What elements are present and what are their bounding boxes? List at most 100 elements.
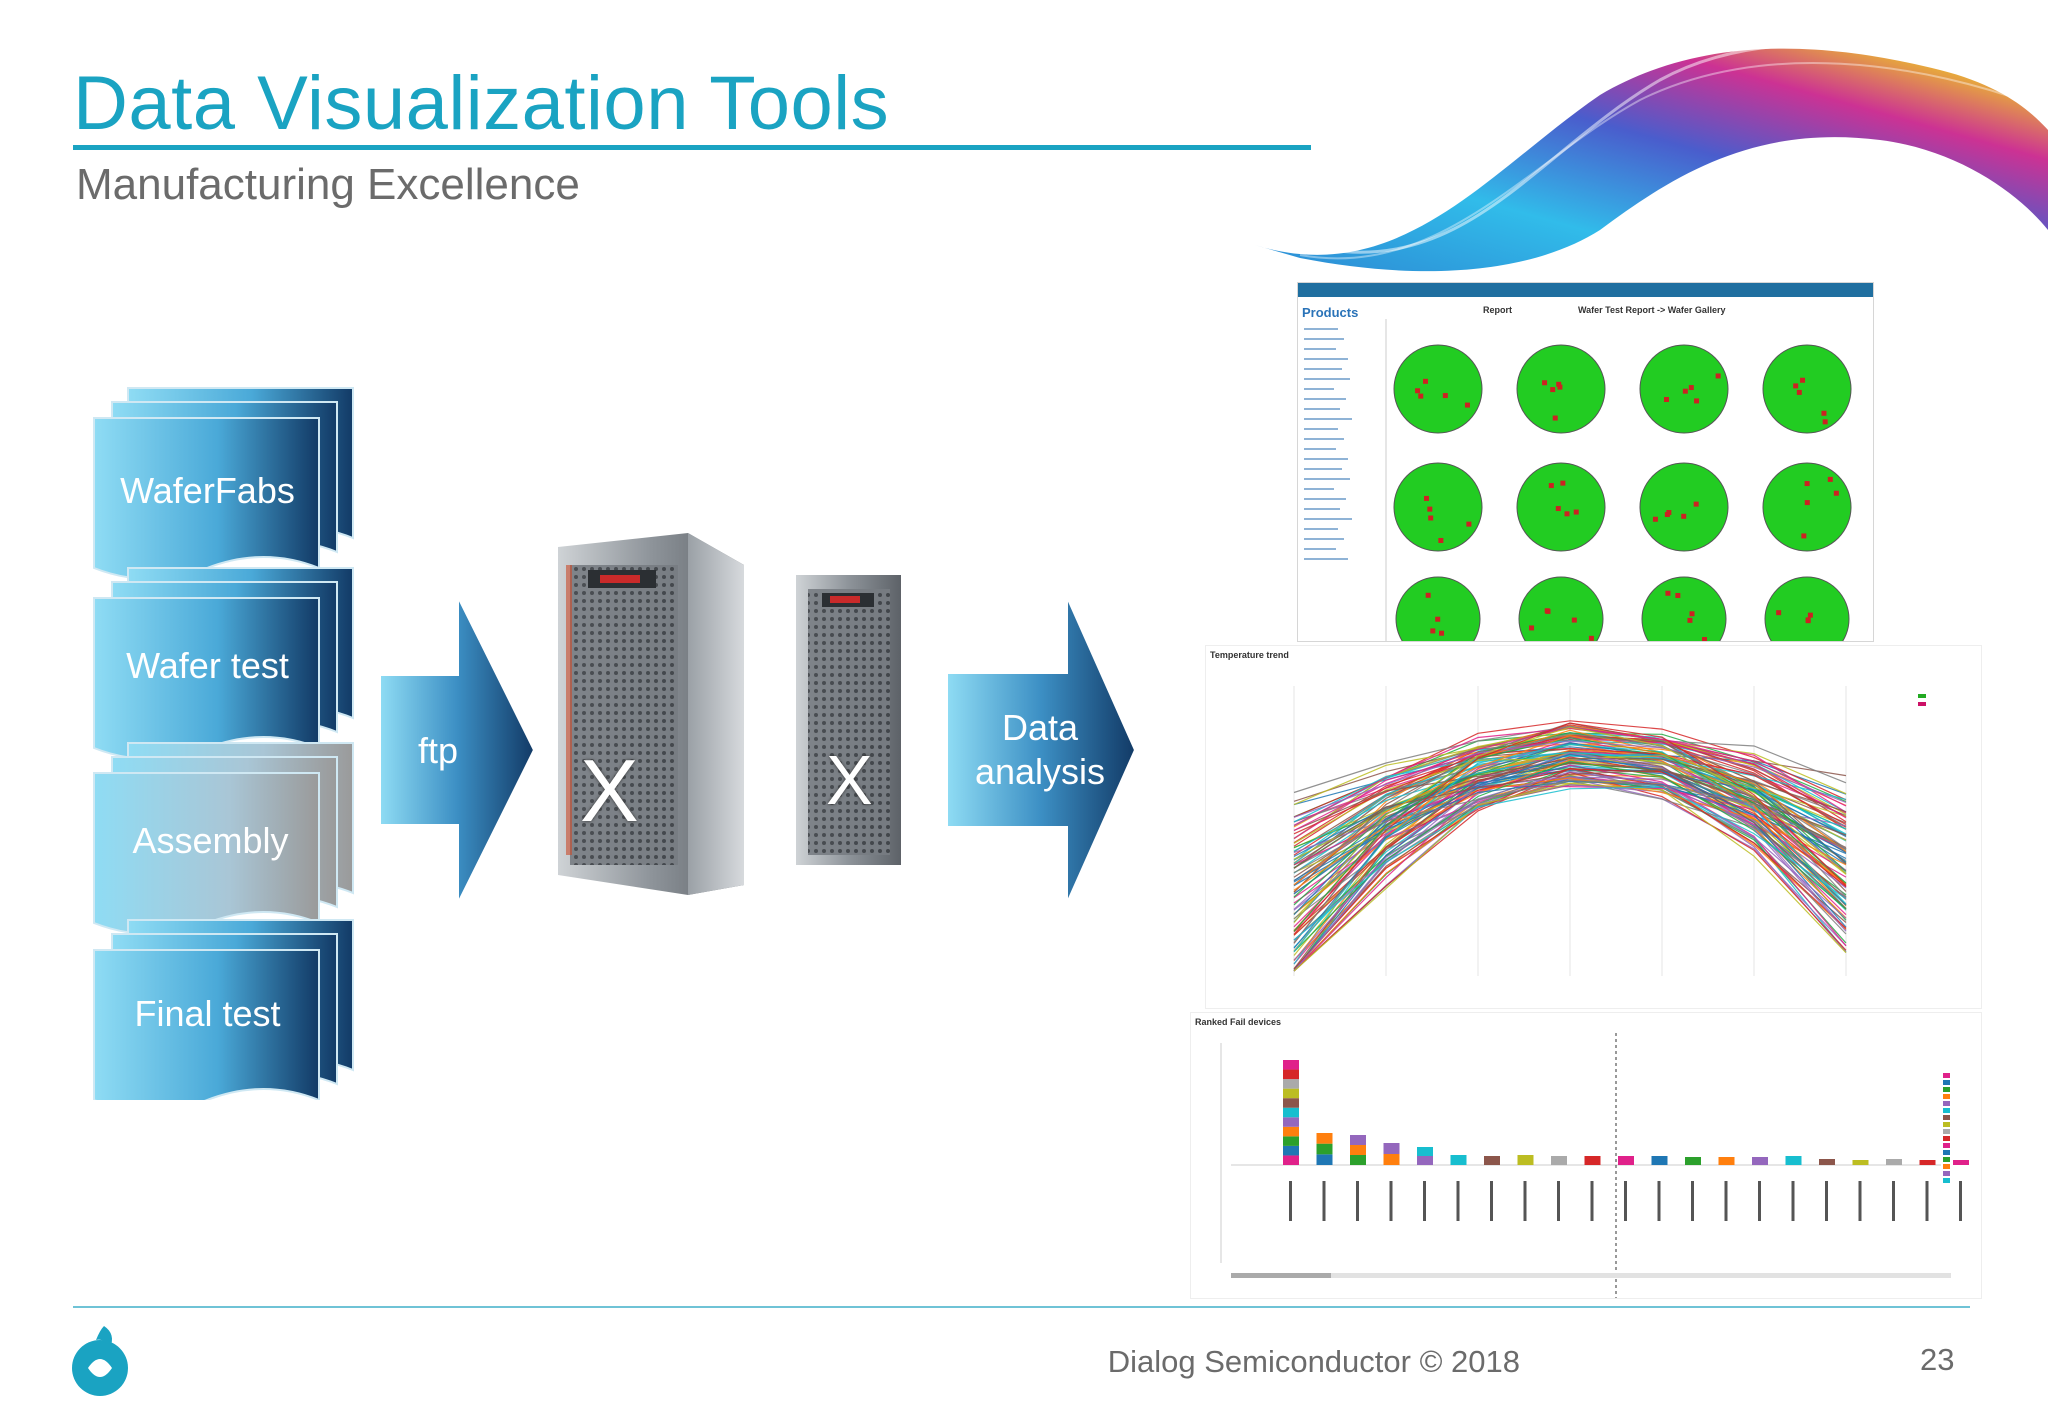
fail-bar-segment [1651, 1156, 1668, 1165]
fail-bar-segment [1551, 1156, 1567, 1165]
data-analysis-arrow [946, 596, 1137, 904]
fail-bar-segment [1283, 1136, 1299, 1146]
fail-bar-segment [1283, 1079, 1299, 1089]
fail-bar-segment [1785, 1156, 1802, 1165]
trend-series-line [1293, 740, 1847, 818]
fail-bar-segment [1484, 1156, 1500, 1165]
wafer-fail-die [1552, 415, 1558, 421]
trend-series-line [1293, 727, 1847, 826]
fail-bar-segment [1819, 1159, 1835, 1165]
trend-title: Temperature trend [1210, 650, 1289, 660]
wafer-app-navbar [1298, 283, 1873, 297]
wafer-report-value: Wafer Test Report -> Wafer Gallery [1578, 305, 1726, 315]
wafer-fail-die [1571, 617, 1577, 623]
source-label-wafer-test: Wafer test [126, 645, 289, 686]
wafer-fail-die [1550, 387, 1556, 393]
trend-chart [1293, 664, 1966, 976]
legend-swatch [1943, 1143, 1950, 1148]
title-underline [73, 145, 1311, 150]
fail-bar-segment [1685, 1157, 1701, 1165]
wafer-fail-die [1464, 402, 1470, 408]
source-label-waferfabs: WaferFabs [120, 470, 295, 511]
ranked-title: Ranked Fail devices [1195, 1017, 1282, 1027]
trend-series-line [1293, 760, 1847, 953]
fail-bar-segment [1283, 1155, 1299, 1165]
wafer-fail-die [1688, 385, 1694, 391]
legend-swatch [1943, 1171, 1950, 1176]
fail-bar-tick-label [1289, 1181, 1292, 1221]
fail-bar-tick-label [1724, 1181, 1728, 1221]
source-documents [93, 387, 354, 1100]
trend-series-line [1293, 782, 1847, 972]
fail-bar-tick-label [1624, 1181, 1627, 1221]
wafer-map [1395, 576, 1481, 641]
fail-bar-tick-label [1490, 1181, 1493, 1221]
trend-series-line [1293, 734, 1847, 886]
page-number: 23 [1920, 1342, 1955, 1377]
trend-series-line [1293, 771, 1847, 961]
wafer-fail-die [1681, 513, 1687, 519]
fail-bar-segment [1316, 1154, 1333, 1165]
wafer-fail-die [1427, 506, 1433, 512]
fail-bar-segment [1283, 1060, 1299, 1070]
legend-swatch [1943, 1087, 1950, 1092]
wafer-map [1516, 462, 1606, 552]
legend-swatch [1943, 1157, 1950, 1162]
fail-bar-segment [1350, 1145, 1366, 1155]
wafer-fail-die [1800, 377, 1806, 383]
wafer-fail-die [1664, 397, 1670, 403]
trend-series-line [1293, 764, 1847, 972]
data-analysis-label: Data analysis [955, 706, 1125, 794]
fail-bar-segment [1953, 1160, 1969, 1165]
trend-series-line [1293, 768, 1847, 933]
wafer-fail-die [1821, 410, 1827, 416]
fail-bar-tick-label [1590, 1181, 1594, 1221]
fail-bar-segment [1283, 1117, 1299, 1127]
fail-bar-tick-label [1657, 1181, 1661, 1221]
fail-bar-tick-label [1892, 1181, 1895, 1221]
fail-bar-segment [1316, 1143, 1333, 1155]
wafer-fail-die [1428, 515, 1434, 521]
wafer-fail-die [1424, 495, 1430, 501]
wafer-fail-die [1422, 378, 1428, 384]
trend-series-line [1293, 750, 1847, 970]
ranked-chart [1220, 1033, 1969, 1298]
wafer-fail-die [1666, 510, 1672, 516]
wafer-map [1393, 462, 1483, 552]
wafer-fail-die [1573, 509, 1579, 515]
trend-series-line [1293, 747, 1847, 835]
legend-swatch [1943, 1108, 1950, 1113]
wafer-fail-die [1425, 592, 1431, 598]
fail-bar-segment [1383, 1154, 1400, 1165]
wafer-fail-die [1804, 500, 1810, 506]
slide-subtitle: Manufacturing Excellence [76, 160, 580, 209]
fail-bar-tick-label [1691, 1181, 1694, 1221]
fail-bar-tick-label [1758, 1181, 1761, 1221]
legend-swatch [1943, 1129, 1950, 1134]
trend-series-line [1293, 754, 1847, 852]
wafer-fail-die [1833, 490, 1839, 496]
legend-swatch [1943, 1073, 1950, 1078]
wafer-gallery [1304, 319, 1852, 641]
fail-bar-tick-label [1825, 1181, 1828, 1221]
fail-bar-segment [1283, 1098, 1299, 1108]
wafer-fail-die [1466, 521, 1472, 527]
wafer-map [1639, 462, 1729, 552]
doc-stack-assembly [93, 742, 354, 935]
source-label-assembly: Assembly [132, 820, 289, 861]
wafer-fail-die [1682, 388, 1688, 394]
wafer-map [1764, 576, 1850, 641]
fail-bar-segment [1718, 1157, 1735, 1165]
legend-swatch [1943, 1122, 1950, 1127]
fail-bar-segment [1752, 1157, 1768, 1165]
wafer-fail-die [1801, 533, 1807, 539]
legend-swatch [1943, 1101, 1950, 1106]
wafer-fail-die [1675, 592, 1681, 598]
footer-rule [73, 1306, 1970, 1308]
wafer-map [1641, 576, 1727, 641]
wafer-report-label: Report [1483, 305, 1512, 315]
wafer-fail-die [1689, 611, 1695, 617]
fail-bar-tick-label [1356, 1181, 1359, 1221]
ftp-label: ftp [417, 730, 459, 771]
fail-bar-segment [1283, 1126, 1299, 1137]
